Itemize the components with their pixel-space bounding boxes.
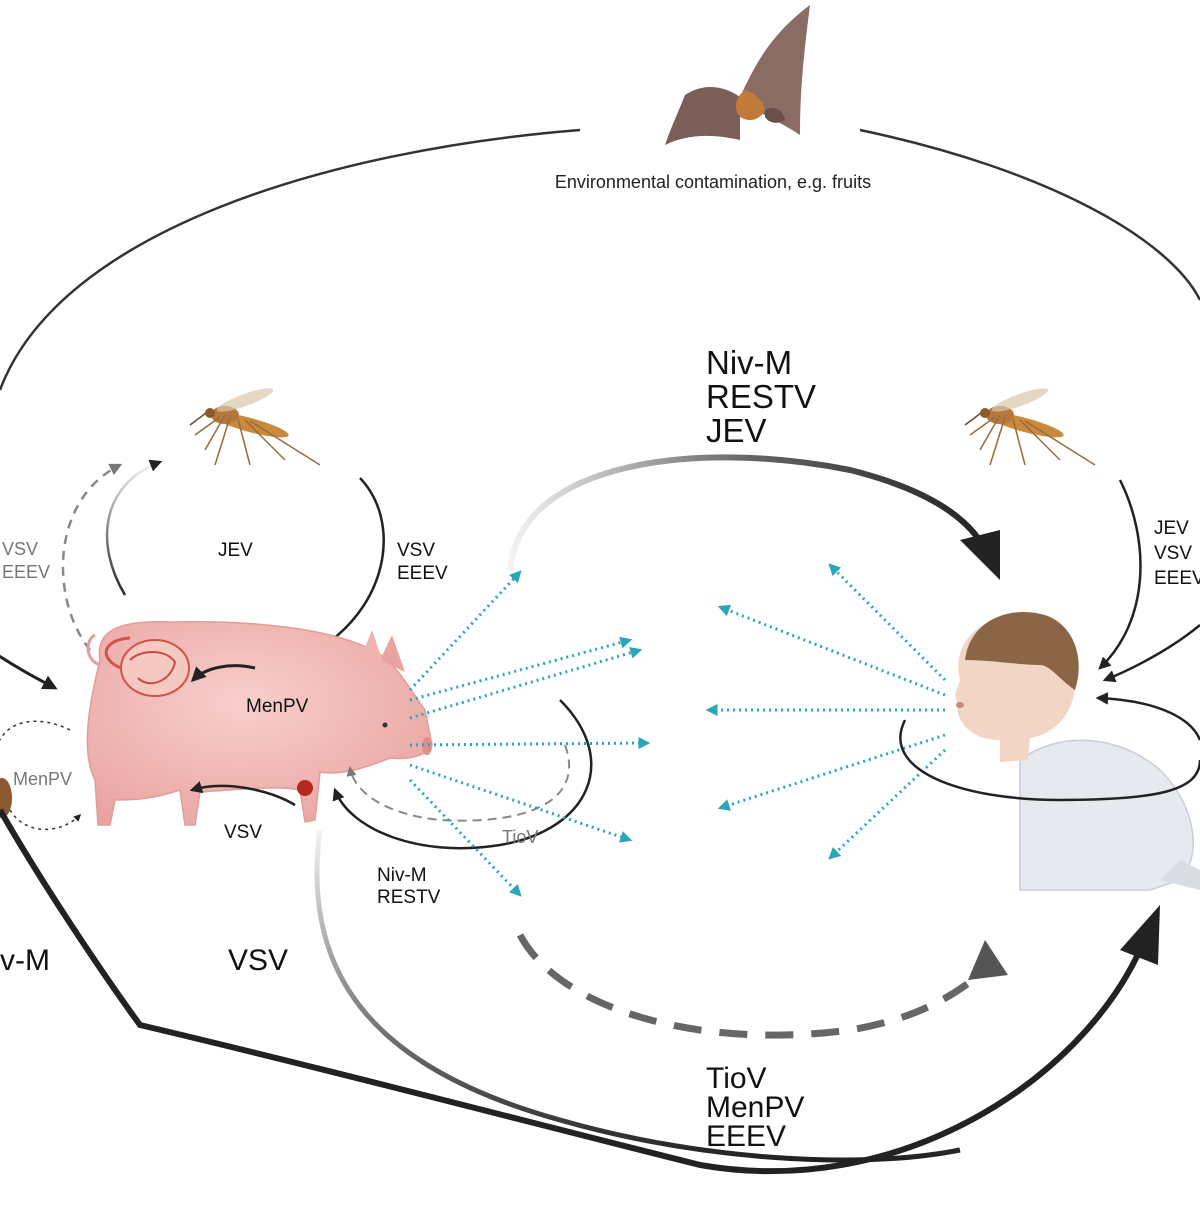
top-label-nivm: Niv-M	[706, 344, 792, 381]
tiov-pig-label: TioV	[502, 827, 538, 847]
left-vsv-label: VSV	[2, 539, 38, 559]
lower-left-vsv-label: VSV	[228, 944, 288, 977]
menpv-rodent-label: MenPV	[13, 769, 72, 789]
lower-left-nivm-label: v-M	[0, 944, 50, 977]
top-label-restv: RESTV	[706, 378, 816, 415]
human-jev-label: JEV	[1154, 518, 1189, 539]
pig-to-human-direct-arrow	[507, 454, 1000, 580]
human-eeev-label: EEEV	[1154, 568, 1200, 589]
left-eeev-label: EEEV	[2, 562, 50, 582]
pig-aerosol-arrows	[408, 570, 651, 897]
human-vsv-label: VSV	[1154, 543, 1192, 564]
menpv-uterus-label: MenPV	[246, 696, 309, 717]
bat-icon	[665, 5, 810, 145]
mosquito-icon	[964, 388, 1096, 466]
pig-mosquito-loop-arrows	[61, 459, 385, 651]
right-eeev-label: EEEV	[397, 563, 448, 584]
menpv-vertical-arrow	[190, 664, 256, 683]
nivm-pig-label: Niv-M	[377, 865, 427, 886]
bottom-label-tiov: TioV	[706, 1062, 767, 1095]
mosquito-human-arrows	[1098, 479, 1200, 683]
right-vsv-label: VSV	[397, 540, 435, 561]
human-aerosol-arrows	[705, 563, 947, 860]
human-icon	[955, 612, 1200, 891]
pig-icon	[86, 620, 433, 826]
dashed-arrowhead	[968, 940, 1008, 980]
bottom-route-arrows	[0, 808, 1160, 1175]
bottom-label-menpv: MenPV	[706, 1091, 804, 1124]
pig-respiratory-loops	[332, 699, 593, 850]
human-loop-arrows	[899, 692, 1200, 802]
environmental-route-arrows	[0, 128, 1200, 690]
mosquito-icon	[189, 388, 321, 466]
rodent-icon	[0, 778, 12, 818]
pig-vsv-loop-arrow	[189, 781, 296, 807]
environmental-contamination-label: Environmental contamination, e.g. fruits	[555, 172, 871, 192]
rodent-pig-loop	[0, 720, 80, 831]
dashed-pig-to-human-arrow	[516, 933, 988, 1039]
top-label-jev: JEV	[706, 412, 767, 449]
pig-vsv-label: VSV	[224, 822, 262, 843]
bottom-label-eeev: EEEV	[706, 1120, 786, 1153]
restv-pig-label: RESTV	[377, 887, 441, 908]
jev-pig-label: JEV	[218, 540, 253, 561]
